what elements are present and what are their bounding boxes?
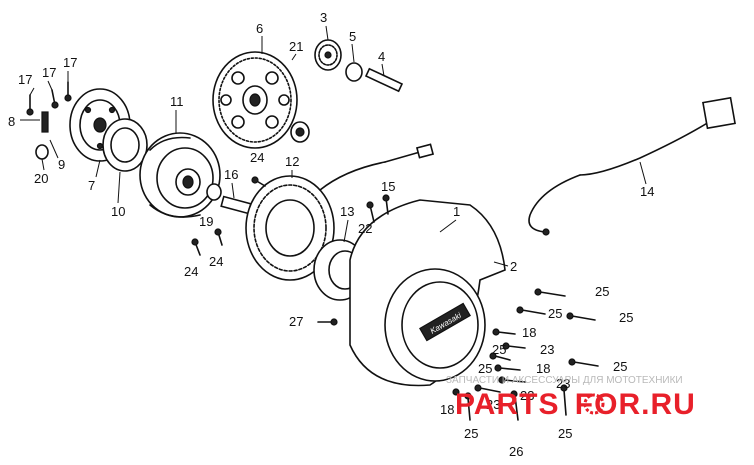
callout-labels: 1 2 3 4 5 6 7 8 9 10 11 12 13 14 15 16 1… [8,10,654,459]
washer-19 [206,183,222,201]
bolts-15-22 [366,194,390,223]
callout-24a: 24 [250,150,264,165]
callout-24c: 24 [209,254,223,269]
cover-bolts [452,288,599,421]
callout-23a: 23 [540,342,554,357]
callout-13: 13 [340,204,354,219]
callout-25f: 25 [464,426,478,441]
bolts-17 [26,81,72,116]
callout-15: 15 [381,179,395,194]
callout-25b: 25 [548,306,562,321]
callout-23c: 23 [520,388,534,403]
callout-16: 16 [224,167,238,182]
callout-8: 8 [8,114,15,129]
gasket-10 [102,118,148,172]
callout-6: 6 [256,21,263,36]
callout-9: 9 [58,157,65,172]
callout-21: 21 [289,39,303,54]
callout-25a: 25 [595,284,609,299]
wire-harness-14 [528,96,736,236]
spacer-21 [290,121,310,143]
svg-text:PARTS FOR.RU: PARTS FOR.RU [455,388,696,421]
generator-cover: Kawasaki [349,199,506,387]
watermark: ЗАПЧАСТИ И АКСЕССУАРЫ ДЛЯ МОТОТЕХНИКИ PA… [446,375,696,421]
callout-23b: 23 [556,376,570,391]
callout-10: 10 [111,204,125,219]
watermark-brand-right: FOR.RU [575,388,696,421]
callout-18a: 18 [522,325,536,340]
callout-18c: 18 [440,402,454,417]
callout-4: 4 [378,49,385,64]
shaft-16 [220,195,252,215]
callout-23d: 23 [486,397,500,412]
callout-25e: 25 [613,359,627,374]
leader-lines [20,25,647,267]
callout-12: 12 [285,154,299,169]
callout-1: 1 [453,204,460,219]
callout-7: 7 [88,178,95,193]
callout-2: 2 [510,259,517,274]
callout-3: 3 [320,10,327,25]
callout-18b: 18 [536,361,550,376]
callout-22: 22 [358,221,372,236]
callout-26: 26 [509,444,523,459]
bolts-24 [191,176,266,256]
callout-27: 27 [289,314,303,329]
small-gear-3 [314,39,342,71]
starter-gear [212,51,298,149]
watermark-brand-left: PARTS [455,388,559,421]
callout-14: 14 [640,184,654,199]
callout-25c: 25 [619,310,633,325]
callout-17c: 17 [63,55,77,70]
watermark-gear-icon [583,393,605,415]
callout-17b: 17 [42,65,56,80]
starter-clutch [139,132,221,218]
callout-24b: 24 [184,264,198,279]
callout-25g: 25 [558,426,572,441]
shaft-4 [364,67,404,93]
callout-11: 11 [170,94,184,109]
callout-5: 5 [349,29,356,44]
washer-20 [35,144,49,160]
stator-12 [245,143,435,281]
watermark-tagline: ЗАПЧАСТИ И АКСЕССУАРЫ ДЛЯ МОТОТЕХНИКИ [446,375,683,386]
callout-17a: 17 [18,72,32,87]
callout-25h: 25 [492,342,506,357]
pin-8 [41,111,49,133]
callout-19: 19 [199,214,213,229]
bolt-27 [317,318,338,326]
callout-25d: 25 [478,361,492,376]
callout-20: 20 [34,171,48,186]
washer-5 [345,62,363,82]
